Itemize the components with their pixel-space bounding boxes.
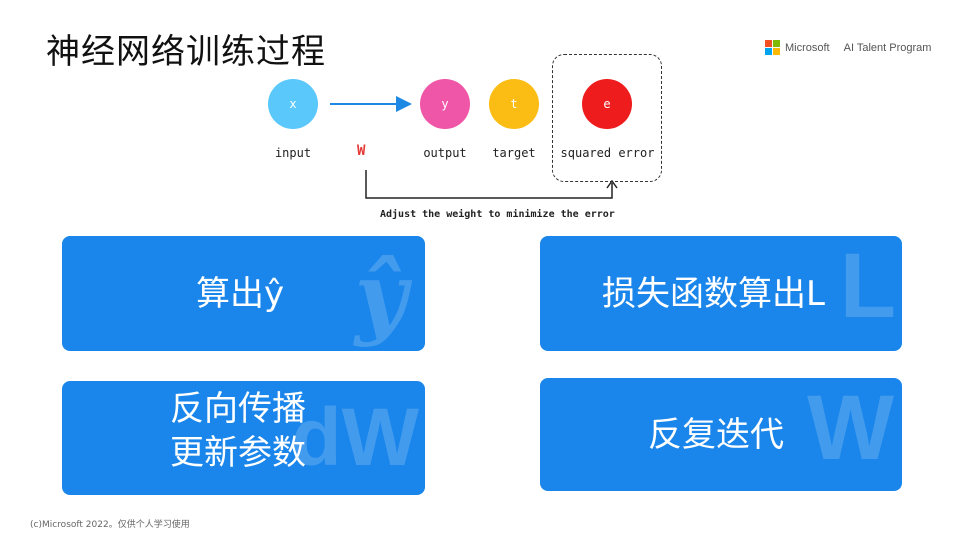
microsoft-logo-icon — [765, 40, 780, 55]
error-dashed-box — [552, 54, 662, 182]
node-output-symbol: y — [441, 97, 449, 111]
card-backpropagation-line1: 反向传播 — [170, 389, 306, 429]
node-input-symbol: x — [289, 97, 297, 111]
node-target-label: target — [492, 146, 536, 160]
node-target-circle: t — [489, 79, 539, 129]
card-backpropagation-line2: 更新参数 — [170, 433, 306, 473]
slide-footer: (c)Microsoft 2022。仅供个人学习使用 — [30, 520, 190, 530]
card-compute-loss: L 损失函数算出L — [540, 236, 902, 351]
card-backpropagation-watermark: dW — [291, 392, 419, 483]
node-error-circle: e — [582, 79, 632, 129]
card-compute-loss-watermark: L — [839, 236, 896, 337]
card-compute-prediction: ŷ 算出ŷ — [62, 236, 425, 351]
brand-header: Microsoft AI Talent Program — [765, 40, 931, 55]
node-input-label: input — [274, 146, 312, 160]
node-target-symbol: t — [510, 97, 518, 111]
card-compute-prediction-watermark: ŷ — [354, 243, 407, 349]
brand-name: Microsoft — [785, 41, 830, 54]
weight-label: W — [357, 143, 366, 159]
card-backpropagation: dW 反向传播 更新参数 — [62, 381, 425, 495]
node-output-label: output — [423, 146, 467, 160]
slide-title: 神经网络训练过程 — [46, 32, 326, 72]
brand-program: AI Talent Program — [843, 41, 932, 54]
card-compute-loss-text: 损失函数算出L — [602, 274, 825, 314]
diagram-caption: Adjust the weight to minimize the error — [380, 209, 615, 220]
node-input-circle: x — [268, 79, 318, 129]
node-error-symbol: e — [603, 97, 611, 111]
card-iterate: W 反复迭代 — [540, 378, 902, 491]
card-compute-prediction-text: 算出ŷ — [196, 274, 285, 314]
card-iterate-text: 反复迭代 — [648, 415, 784, 455]
node-error-label: squared error — [560, 146, 655, 160]
node-output-circle: y — [420, 79, 470, 129]
card-iterate-watermark: W — [807, 378, 894, 479]
